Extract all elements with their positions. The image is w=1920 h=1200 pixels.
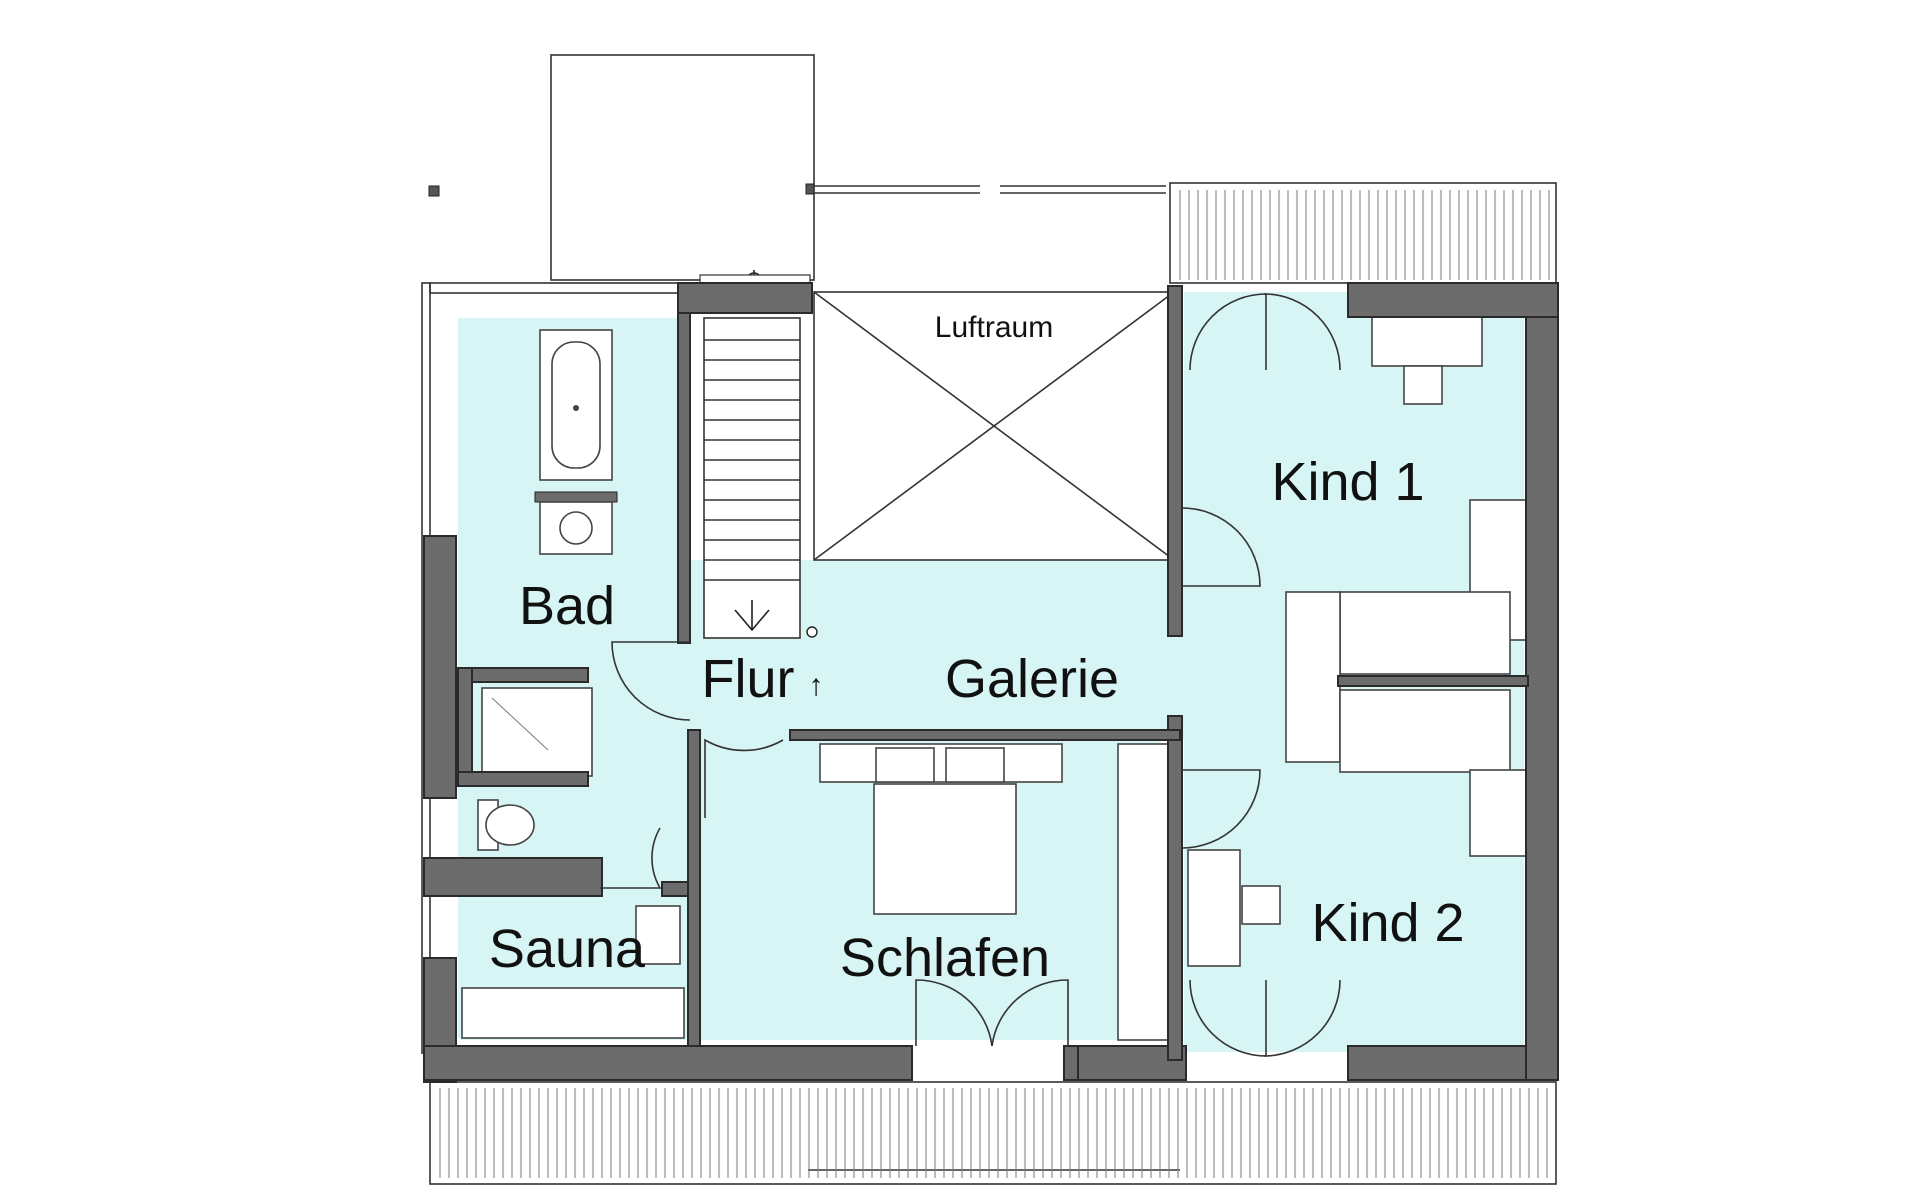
door-schlafen-balcony-r [991, 979, 1069, 1047]
door-kind2-balcony-l [1189, 979, 1267, 1057]
wall-schlafen-top [789, 729, 1181, 741]
bed-kind2 [1339, 689, 1511, 773]
sauna-bench [461, 987, 685, 1039]
wall-left-mid [423, 535, 457, 799]
label-kind2: Kind 2 [1311, 893, 1464, 953]
wall-shower-top [457, 667, 589, 683]
door-flur-lower [704, 738, 784, 818]
pillow-left [875, 747, 935, 783]
wall-bottom-left [423, 1045, 913, 1081]
vanity-bar [534, 491, 618, 503]
label-sauna: Sauna [489, 919, 646, 979]
wall-kinder-divider [1337, 675, 1529, 687]
chair-kind2 [1241, 885, 1281, 925]
stair-top-rail [699, 274, 811, 284]
shower-slope [491, 697, 549, 751]
label-schlafen: Schlafen [840, 928, 1050, 988]
room-labels: Luftraum Bad Flur Galerie Kind 1 Kind 2 … [489, 311, 1465, 988]
wall-shower-bottom [457, 771, 589, 787]
marker-square-2 [805, 183, 815, 195]
balcony-hatching [439, 190, 1550, 1178]
luftraum-void [813, 291, 1175, 561]
wardrobe-schlafen [1117, 743, 1169, 1041]
door-wc [600, 827, 662, 889]
door-kind1-balcony-r [1263, 293, 1341, 371]
wall-right [1525, 282, 1559, 1081]
desk-kind2 [1187, 849, 1241, 967]
wall-kinder-left [1167, 715, 1183, 1061]
staircase [699, 270, 818, 639]
furniture [461, 315, 1527, 1041]
label-kind1: Kind 1 [1271, 452, 1424, 512]
door-kind1-balcony-l [1189, 293, 1267, 371]
toilet-bowl [485, 804, 535, 846]
stair-handrail-end [806, 626, 818, 638]
door-kind2-balcony-r [1263, 979, 1341, 1057]
luftraum-diag-2 [813, 291, 1175, 561]
wall-top-stair [677, 282, 813, 314]
sauna-oven [635, 905, 681, 965]
wall-bottom-post [1063, 1045, 1079, 1081]
wall-luftraum-right [1167, 285, 1183, 637]
headboard-schlafen [819, 743, 1063, 783]
wall-shower-left [457, 667, 473, 787]
bath-drain [573, 405, 579, 411]
galerie-fill [788, 560, 1184, 740]
wall-top-right [1347, 282, 1559, 318]
stair-outline [703, 317, 801, 639]
desk-kind1 [1371, 315, 1483, 367]
pillow-right [945, 747, 1005, 783]
walls [423, 282, 1559, 1083]
chair-kind1 [1403, 365, 1443, 405]
top-terrace-outline [550, 54, 815, 281]
bed-schlafen [873, 783, 1017, 915]
shelf-kind2 [1469, 769, 1527, 857]
marker-square [428, 185, 440, 197]
wall-sauna-top [423, 857, 603, 897]
sink-bowl [559, 511, 593, 545]
stair-direction-symbol: ↑ [809, 669, 824, 702]
door-bad [611, 641, 691, 721]
label-flur: Flur [702, 649, 795, 709]
stair-treads [704, 339, 800, 581]
label-luftraum: Luftraum [935, 311, 1053, 344]
label-galerie: Galerie [945, 649, 1119, 709]
door-schlafen-balcony-l [915, 979, 993, 1047]
bottom-balcony [429, 1081, 1557, 1185]
shower-tray [481, 687, 593, 777]
bench-kids [1285, 591, 1341, 763]
door-kind1 [1181, 507, 1261, 587]
bed-kind1 [1339, 591, 1511, 675]
door-kind2 [1181, 769, 1261, 849]
label-bad: Bad [519, 576, 615, 636]
doors [600, 293, 1341, 1057]
wall-sauna-top-right [661, 881, 689, 897]
wall-stair-left [677, 312, 691, 644]
wall-schlafen-left [687, 729, 701, 1047]
